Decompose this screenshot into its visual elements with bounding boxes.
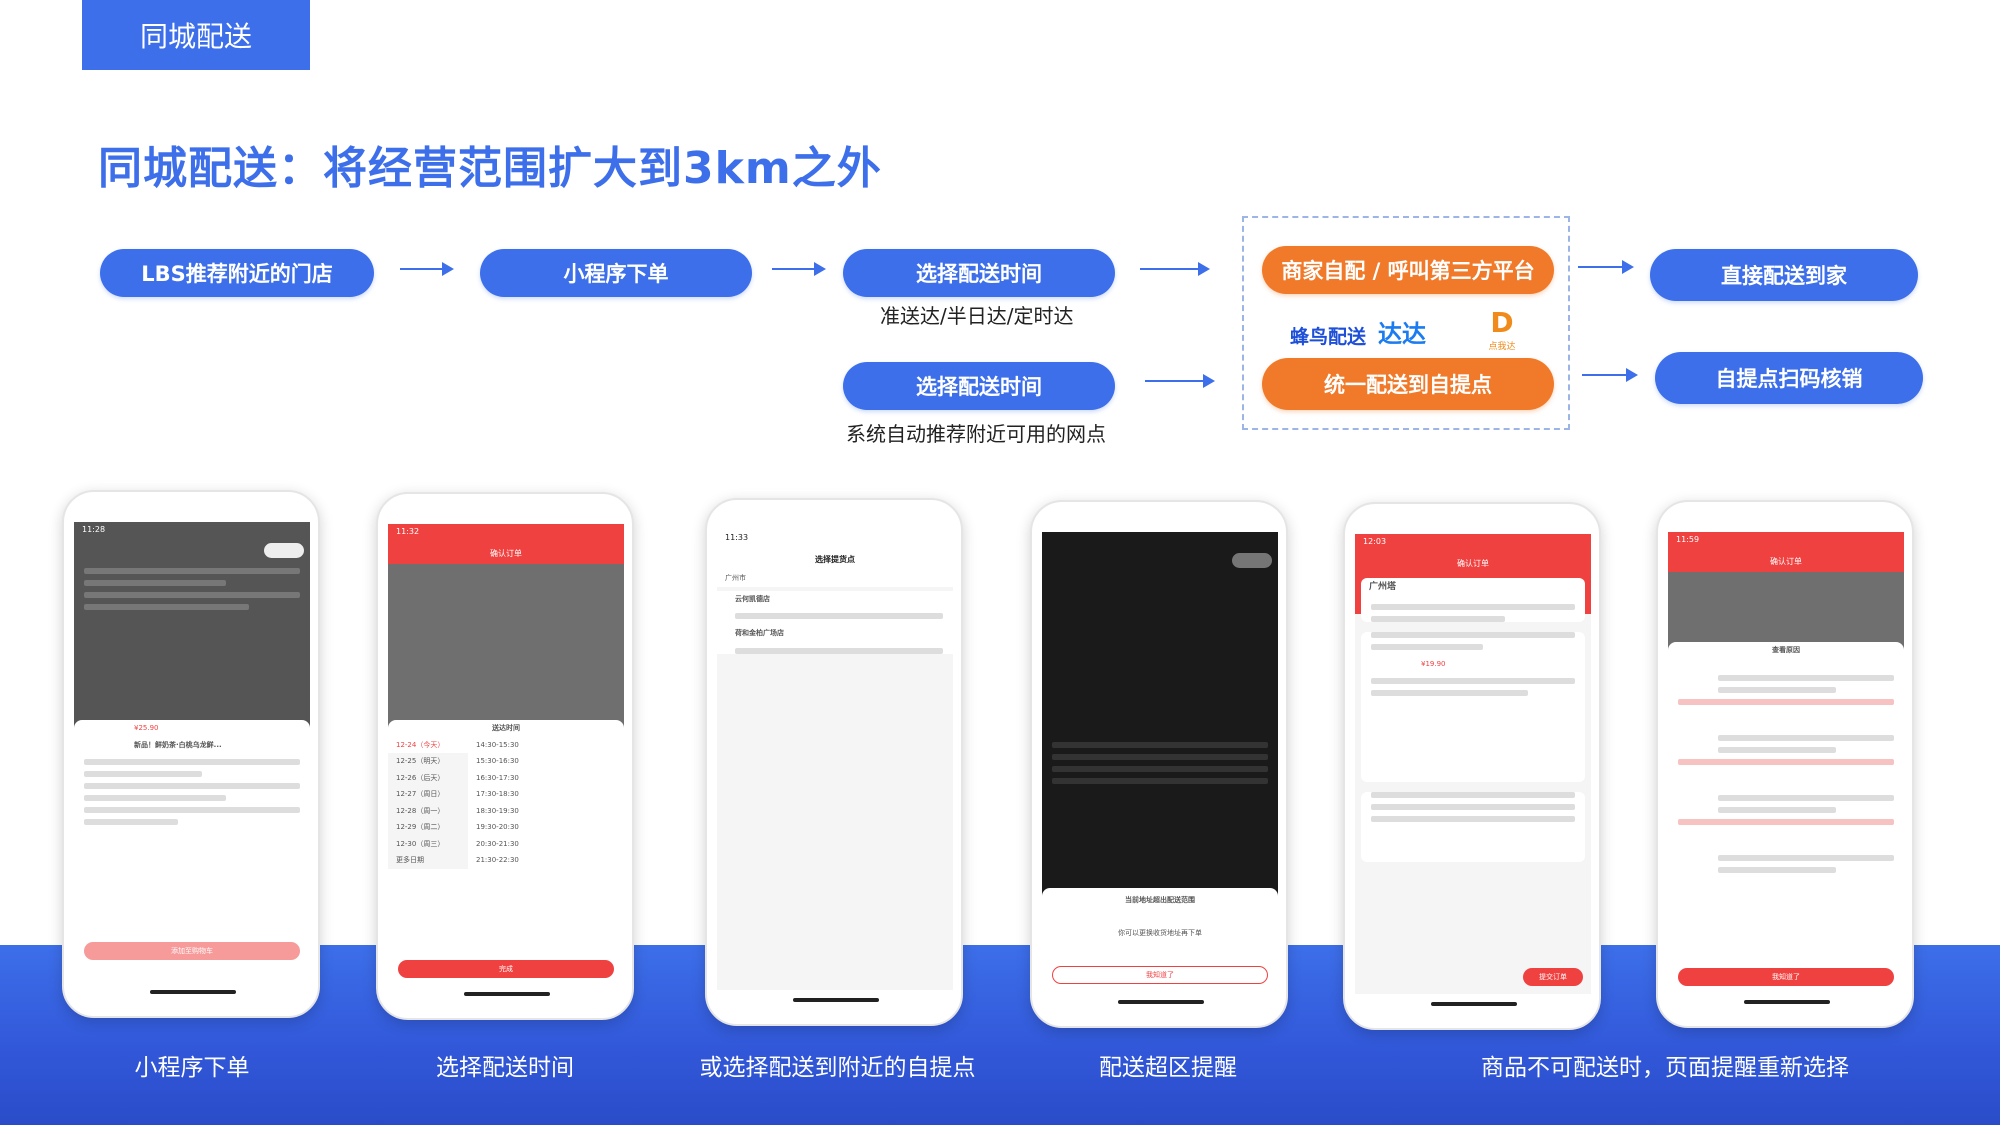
- date-option[interactable]: 更多日期: [396, 856, 424, 864]
- flow-arrow: [400, 262, 454, 276]
- phone-unavailable-items: 11:59 确认订单 查看原因 我知道了: [1656, 500, 1914, 1028]
- flow-step-time-b-note: 系统自动推荐附近可用的网点: [846, 422, 1106, 446]
- delivery-mode-box: [1242, 216, 1570, 430]
- date-option[interactable]: 12-26（后天）: [396, 773, 445, 782]
- flow-step-self-delivery: 商家自配 / 呼叫第三方平台: [1262, 246, 1554, 294]
- flow-step-order: 小程序下单: [480, 249, 752, 297]
- pickup-option[interactable]: 荷和金柏广场店: [735, 629, 784, 637]
- time-slot[interactable]: 17:30-18:30: [476, 790, 519, 798]
- sheet-title: 查看原因: [1772, 646, 1800, 654]
- nav-bar: [74, 540, 310, 562]
- pickup-option[interactable]: 云何凯德店: [735, 594, 770, 603]
- page-title: 同城配送：将经营范围扩大到3km之外: [98, 143, 882, 194]
- modal-title: 当前地址超出配送范围: [1125, 896, 1195, 904]
- out-of-range-modal: 当前地址超出配送范围 你可以更换收货地址再下单 我知道了: [1042, 888, 1278, 992]
- date-option[interactable]: 12-25（明天）: [396, 757, 445, 765]
- done-button[interactable]: 完成: [398, 960, 614, 978]
- status-time: 12:03: [1363, 537, 1387, 546]
- caption-pickup: 或选择配送到附近的自提点: [699, 1055, 976, 1081]
- time-slot[interactable]: 18:30-19:30: [476, 806, 519, 815]
- date-option[interactable]: 12-30（周三）: [396, 839, 445, 848]
- address-card[interactable]: 广州塔: [1361, 578, 1585, 622]
- caption-delivery-time: 选择配送时间: [436, 1055, 574, 1081]
- status-time: 11:32: [396, 527, 420, 536]
- got-it-button[interactable]: 我知道了: [1678, 968, 1894, 986]
- sheet-title: 送达时间: [492, 724, 520, 732]
- date-option[interactable]: 12-29（周二）: [396, 823, 445, 831]
- flow-arrow: [1145, 374, 1215, 388]
- caption-order: 小程序下单: [134, 1055, 250, 1081]
- flow-arrow: [772, 262, 826, 276]
- add-to-cart-button[interactable]: 添加至购物车: [84, 942, 300, 960]
- time-sheet: 送达时间 12-24（今天） 12-25（明天） 12-26（后天） 12-27…: [388, 720, 624, 984]
- flow-step-time-a-note: 准送达/半日达/定时达: [880, 304, 1074, 328]
- status-time: 11:59: [1676, 535, 1700, 544]
- time-slot[interactable]: 14:30-15:30: [476, 740, 519, 749]
- date-option[interactable]: 12-27（周日）: [396, 790, 445, 798]
- dada-logo: 达达: [1378, 320, 1426, 348]
- slot-column: 14:30-15:30 15:30-16:30 16:30-17:30 17:3…: [468, 737, 624, 869]
- status-time: 11:33: [725, 533, 749, 542]
- nav-bar: [1042, 550, 1278, 572]
- flow-step-pickup-verify: 自提点扫码核销: [1655, 352, 1923, 404]
- flow-arrow: [1578, 260, 1634, 274]
- flow-step-time-b: 选择配送时间: [843, 362, 1115, 410]
- flow-arrow: [1582, 368, 1638, 382]
- product-sheet: ¥25.90 新品！鲜奶茶·白桃乌龙鲜... 添加至购物车: [74, 720, 310, 982]
- item-price: ¥19.90: [1421, 659, 1446, 668]
- nav-title: 确认订单: [1457, 558, 1489, 568]
- phone-delivery-time: 11:32 确认订单 送达时间 12-24（今天） 12-25（明天） 12-2…: [376, 492, 634, 1020]
- phone-pickup-point: 11:33 选择提货点 广州市 云何凯德店 荷和金柏广场店: [705, 498, 963, 1026]
- product-price: ¥25.90: [134, 724, 159, 732]
- pickup-list: 云何凯德店 荷和金柏广场店: [717, 590, 953, 654]
- time-slot[interactable]: 21:30-22:30: [476, 856, 519, 864]
- reason-sheet: 查看原因 我知道了: [1668, 642, 1904, 992]
- date-column: 12-24（今天） 12-25（明天） 12-26（后天） 12-27（周日） …: [388, 736, 468, 869]
- city-selector[interactable]: 广州市: [717, 570, 953, 587]
- nav-title: 确认订单: [490, 548, 522, 558]
- status-time: 11:28: [82, 525, 106, 534]
- phone-order: 11:28 ¥25.90 新品！鲜奶茶·白桃乌龙鲜... 添加至购物车: [62, 490, 320, 1018]
- time-slot[interactable]: 16:30-17:30: [476, 773, 519, 782]
- product-name: 新品！鲜奶茶·白桃乌龙鲜...: [134, 740, 222, 749]
- got-it-button[interactable]: 我知道了: [1052, 966, 1268, 984]
- date-option[interactable]: 12-24（今天）: [388, 736, 468, 753]
- time-slot[interactable]: 20:30-21:30: [476, 839, 519, 848]
- nav-title: 选择提货点: [815, 554, 855, 564]
- date-option[interactable]: 12-28（周一）: [396, 806, 445, 815]
- flow-step-home: 直接配送到家: [1650, 249, 1918, 301]
- flow-step-pickup-point: 统一配送到自提点: [1262, 358, 1554, 410]
- flow-step-lbs: LBS推荐附近的门店: [100, 249, 374, 297]
- order-items-card: ¥19.90: [1361, 631, 1585, 782]
- fengniao-logo: 蜂鸟配送: [1290, 326, 1367, 348]
- phone-confirm-order: 12:03 确认订单 广州塔 ¥19.90 提交订单: [1343, 502, 1601, 1030]
- time-slot[interactable]: 19:30-20:30: [476, 823, 519, 831]
- caption-unavailable: 商品不可配送时，页面提醒重新选择: [1481, 1055, 1849, 1081]
- flow-step-time-a: 选择配送时间: [843, 249, 1115, 297]
- section-tag: 同城配送: [82, 0, 310, 70]
- submit-order-button[interactable]: 提交订单: [1523, 968, 1583, 986]
- flow-arrow: [1140, 262, 1210, 276]
- nav-title: 确认订单: [1770, 556, 1802, 566]
- modal-hint: 你可以更换收货地址再下单: [1118, 928, 1202, 937]
- time-slot[interactable]: 15:30-16:30: [476, 757, 519, 765]
- store-name: 广州塔: [1369, 582, 1397, 592]
- order-options-card: [1361, 791, 1585, 862]
- caption-out-of-range: 配送超区提醒: [1099, 1055, 1237, 1081]
- phone-out-of-range: 当前地址超出配送范围 你可以更换收货地址再下单 我知道了: [1030, 500, 1288, 1028]
